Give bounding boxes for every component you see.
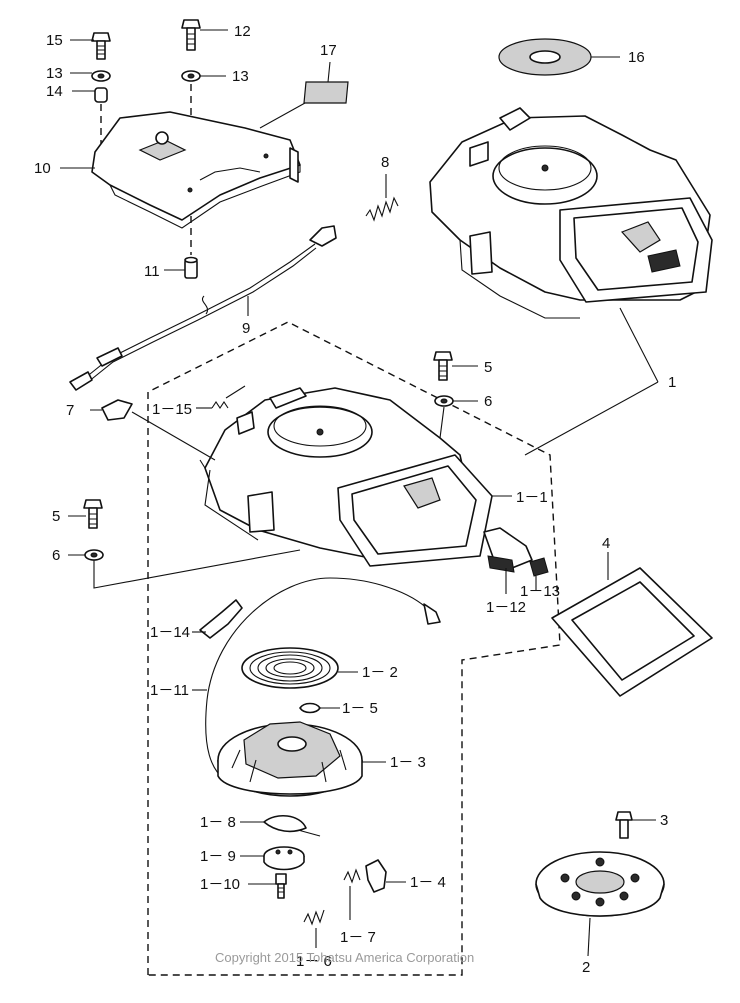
part-1-recoil-starter <box>429 107 713 319</box>
callout-1-2: 1－ 2 <box>362 664 398 681</box>
callout-8: 8 <box>381 154 389 171</box>
assembly-boundary-dashed <box>147 321 561 976</box>
part-8-spring <box>365 196 399 222</box>
part-1-14-holder <box>199 599 243 639</box>
callout-5-upper: 5 <box>484 359 492 376</box>
callout-1-1: 1－1 <box>516 489 548 506</box>
part-1-8-pawl <box>263 815 307 833</box>
part-1-4-lever <box>365 859 387 893</box>
part-16-gasket-disc <box>498 38 592 76</box>
callout-1-10: 1－10 <box>200 876 240 893</box>
part-1-8-link <box>297 829 321 837</box>
part-1-12-handle <box>483 527 533 573</box>
part-10-cover-plate <box>91 111 301 229</box>
callout-1-14: 1－14 <box>150 624 190 641</box>
callout-13-left: 13 <box>46 65 63 82</box>
callout-1-11: 1－11 <box>150 682 189 699</box>
callout-15: 15 <box>46 32 63 49</box>
callout-6-upper: 6 <box>484 393 492 410</box>
callout-2: 2 <box>582 959 590 976</box>
callout-1-15: 1－15 <box>152 401 192 418</box>
callout-3: 3 <box>660 812 668 829</box>
part-6-washer-upper-hole <box>440 398 448 404</box>
callout-1-4: 1－ 4 <box>410 874 446 891</box>
callout-9: 9 <box>242 320 250 337</box>
callout-4: 4 <box>602 535 610 552</box>
copyright-watermark: Copyright 2015 Tohatsu America Corporati… <box>215 950 474 965</box>
callout-1-7: 1－ 7 <box>340 929 376 946</box>
part-1-7-spring <box>343 868 361 884</box>
callout-12: 12 <box>234 23 251 40</box>
part-13-washer-left-hole <box>97 73 105 79</box>
callout-16: 16 <box>628 49 645 66</box>
part-1-5-clip <box>299 702 321 714</box>
callout-11: 11 <box>144 263 160 280</box>
part-7-bracket <box>101 399 133 421</box>
part-5-bolt-lower <box>83 499 103 529</box>
part-2-drive-plate <box>535 851 665 917</box>
callout-6-lower: 6 <box>52 547 60 564</box>
callout-labels: 15 12 13 13 14 17 16 10 8 11 9 5 1 7 1－1… <box>34 23 676 976</box>
part-6-washer-lower-hole <box>90 552 98 558</box>
part-17-label <box>303 81 349 104</box>
part-9-cable <box>69 225 337 391</box>
callout-17: 17 <box>320 42 337 59</box>
part-5-bolt-upper <box>433 351 453 381</box>
callout-1-8: 1－ 8 <box>200 814 236 831</box>
part-15-bolt <box>91 32 111 60</box>
callout-1-9: 1－ 9 <box>200 848 236 865</box>
part-1-11-rope <box>205 577 441 781</box>
callout-1-13: 1－13 <box>520 583 560 600</box>
part-4-gasket-frame <box>551 567 713 697</box>
callout-1-3: 1－ 3 <box>390 754 426 771</box>
leader-lines <box>60 29 659 957</box>
part-14-collar <box>94 87 108 103</box>
part-1-10-bolt <box>275 873 287 899</box>
part-1-6-spring <box>303 909 325 926</box>
part-1-9-guide <box>263 846 305 871</box>
callout-7: 7 <box>66 402 74 419</box>
callout-1-6: 1－ 6 <box>296 953 332 970</box>
callout-10: 10 <box>34 160 51 177</box>
part-1-1-housing <box>199 387 493 567</box>
part-3-screw <box>615 811 633 839</box>
part-1-2-spring <box>241 647 339 689</box>
part-13-washer-right-hole <box>187 73 195 79</box>
callout-1: 1 <box>668 374 676 391</box>
part-1-3-reel <box>217 721 363 797</box>
callout-13-right: 13 <box>232 68 249 85</box>
part-12-bolt <box>181 19 201 51</box>
callout-5-lower: 5 <box>52 508 60 525</box>
part-1-13-insert <box>529 557 549 577</box>
part-1-15-spring <box>211 385 246 409</box>
callout-1-5: 1－ 5 <box>342 700 378 717</box>
callout-1-12: 1－12 <box>486 599 526 616</box>
part-11-sleeve <box>184 256 198 279</box>
callout-14: 14 <box>46 83 63 100</box>
